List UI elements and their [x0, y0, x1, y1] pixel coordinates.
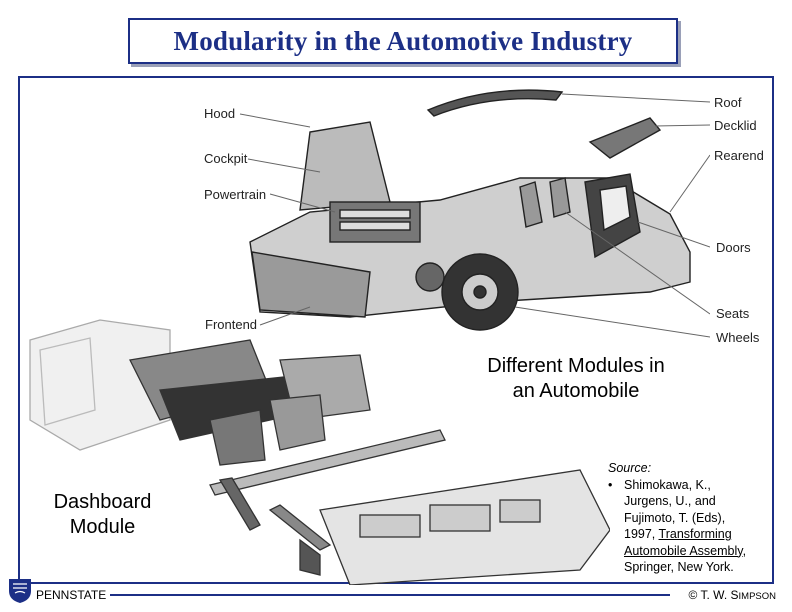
brand-prefix: PENN — [36, 588, 69, 602]
caption-dashboard: Dashboard Module — [30, 490, 175, 540]
author-surname-rest: IMPSON — [739, 591, 776, 602]
source-bullet-row: • Shimokawa, K., Jurgens, U., and Fujimo… — [608, 477, 778, 576]
caption-modules-line2: an Automobile — [462, 379, 690, 404]
source-line4-prefix: 1997, — [624, 527, 659, 541]
brand-wordmark: PENNSTATE — [34, 588, 108, 602]
copyright: © T. W. SIMPSON — [685, 588, 776, 602]
footer-rule — [110, 594, 670, 596]
source-line4: 1997, Transforming — [624, 526, 746, 543]
footer-logo-group — [8, 578, 32, 604]
source-line1: Shimokawa, K., — [624, 477, 746, 494]
label-seats: Seats — [716, 306, 749, 321]
caption-modules-line1: Different Modules in — [462, 354, 690, 379]
brand-suffix: STATE — [69, 588, 106, 602]
bullet-glyph: • — [608, 477, 624, 576]
source-line2: Jurgens, U., and — [624, 493, 746, 510]
copyright-symbol: © — [689, 588, 698, 602]
source-text: Shimokawa, K., Jurgens, U., and Fujimoto… — [624, 477, 746, 576]
penn-state-shield-icon — [8, 578, 32, 604]
label-roof: Roof — [714, 95, 741, 110]
label-cockpit: Cockpit — [204, 151, 247, 166]
book-title-part2: Automobile Assembly — [624, 544, 743, 558]
title-box: Modularity in the Automotive Industry — [128, 18, 678, 64]
source-line6: Springer, New York. — [624, 559, 746, 576]
caption-dashboard-line2: Module — [30, 515, 175, 540]
source-line5-suffix: , — [743, 544, 746, 558]
caption-modules: Different Modules in an Automobile — [462, 354, 690, 404]
label-powertrain: Powertrain — [204, 187, 266, 202]
book-title-part1: Transforming — [659, 527, 732, 541]
label-doors: Doors — [716, 240, 751, 255]
label-wheels: Wheels — [716, 330, 759, 345]
author-initials: T. W. S — [701, 588, 739, 602]
source-line3: Fujimoto, T. (Eds), — [624, 510, 746, 527]
source-citation: Source: • Shimokawa, K., Jurgens, U., an… — [608, 460, 778, 576]
source-heading: Source: — [608, 460, 778, 477]
slide-title: Modularity in the Automotive Industry — [174, 26, 633, 57]
dashboard-module-illustration — [20, 300, 610, 585]
label-decklid: Decklid — [714, 118, 757, 133]
label-rearend: Rearend — [714, 148, 764, 163]
label-hood: Hood — [204, 106, 235, 121]
caption-dashboard-line1: Dashboard — [30, 490, 175, 515]
source-line5: Automobile Assembly, — [624, 543, 746, 560]
